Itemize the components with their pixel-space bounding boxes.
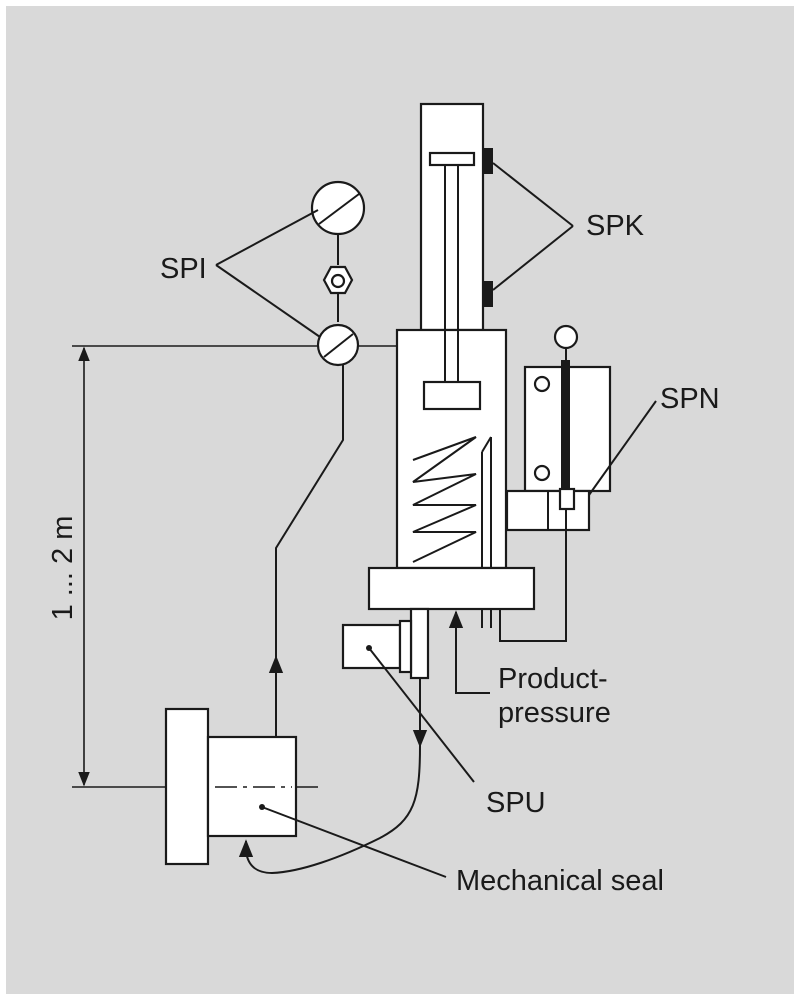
level-indicator-piston — [428, 151, 476, 167]
spk-level-switches — [483, 148, 574, 307]
shaft — [409, 607, 430, 680]
mechanical-seal-label: Mechanical seal — [456, 865, 664, 897]
height-range-label: 1 ... 2 m — [47, 516, 79, 621]
vessel-spring — [412, 436, 477, 563]
mechanical-seal — [164, 707, 447, 878]
product-pressure-label-line1: Product- — [498, 663, 608, 695]
vessel-piston — [422, 380, 482, 411]
spu-unit — [341, 619, 475, 783]
vessel-flange — [367, 566, 536, 611]
spk-label: SPK — [586, 210, 645, 242]
upper-pressure-gauge — [310, 180, 366, 236]
height-dimension — [72, 345, 400, 788]
product-pressure-label-line2: pressure — [498, 697, 611, 729]
spi-pressure-gauges — [215, 180, 366, 367]
spu-label: SPU — [486, 787, 546, 819]
seal-flange — [164, 707, 210, 866]
product-pressure-indicator — [448, 610, 490, 694]
spn-label: SPN — [660, 383, 720, 415]
spn-refill-unit — [499, 324, 657, 642]
spn-rod — [561, 360, 570, 492]
pressure-vessel — [367, 102, 536, 680]
vessel-body — [395, 328, 508, 570]
spi-label: SPI — [160, 253, 207, 285]
spn-knob — [553, 324, 579, 350]
upper-cylinder — [419, 102, 485, 332]
supply-line — [275, 365, 344, 737]
